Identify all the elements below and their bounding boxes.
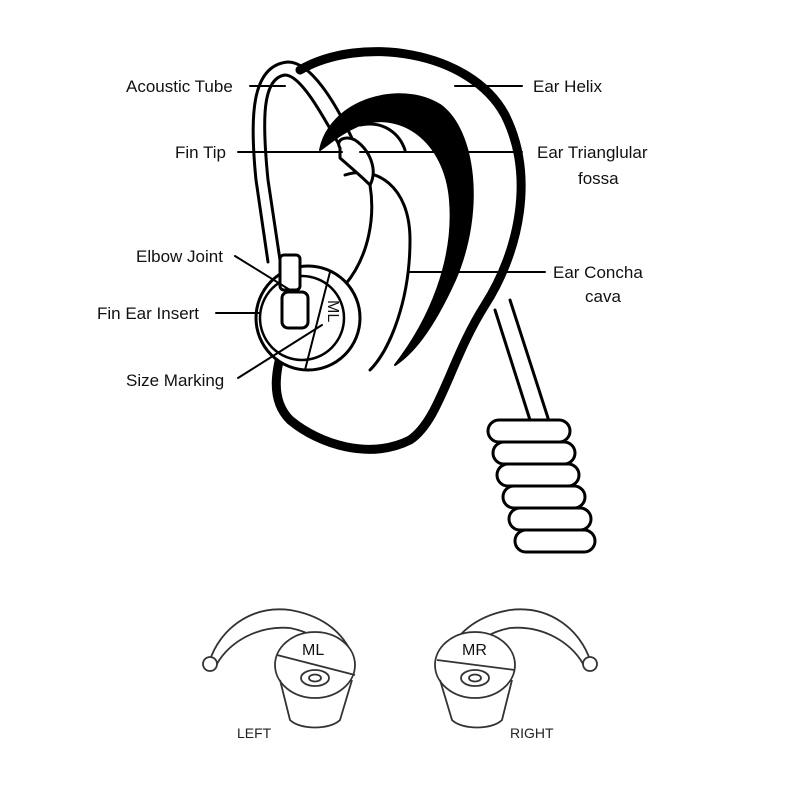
label-elbow-joint: Elbow Joint: [136, 247, 223, 266]
label-ear-triangular-fossa-2: fossa: [578, 169, 619, 188]
elbow-nozzle: [280, 290, 310, 330]
left-size-marking: ML: [302, 642, 324, 659]
label-fin-ear-insert: Fin Ear Insert: [97, 304, 199, 323]
fin-ear-insert-inner: [258, 274, 346, 362]
leader-lines: [215, 85, 546, 379]
label-acoustic-tube: Acoustic Tube: [126, 77, 233, 96]
acoustic-tube: [263, 73, 344, 262]
ear-fossa-line: [358, 122, 407, 152]
ear-outline: [271, 47, 526, 454]
tube-to-coil: [493, 308, 532, 422]
label-ear-concha: Ear Concha: [553, 263, 643, 282]
tube-to-coil-2: [508, 298, 550, 420]
size-divider: [304, 271, 331, 371]
ear-helix-inner: [319, 93, 474, 366]
acoustic-tube-inner: [251, 60, 357, 264]
coil: [486, 418, 597, 554]
label-ear-concha-2: cava: [585, 287, 621, 306]
right-earpiece: [434, 608, 598, 729]
left-caption: LEFT: [237, 725, 272, 741]
insert-size-marking: ML: [324, 300, 341, 322]
right-size-marking: MR: [462, 642, 487, 659]
fin: [343, 183, 374, 287]
label-size-marking: Size Marking: [126, 371, 224, 390]
fin-tip: [337, 136, 375, 187]
label-ear-triangular-fossa: Ear Trianglular: [537, 143, 648, 162]
label-fin-tip: Fin Tip: [175, 143, 226, 162]
label-ear-helix: Ear Helix: [533, 77, 602, 96]
right-caption: RIGHT: [510, 725, 554, 741]
left-earpiece: [202, 608, 356, 729]
